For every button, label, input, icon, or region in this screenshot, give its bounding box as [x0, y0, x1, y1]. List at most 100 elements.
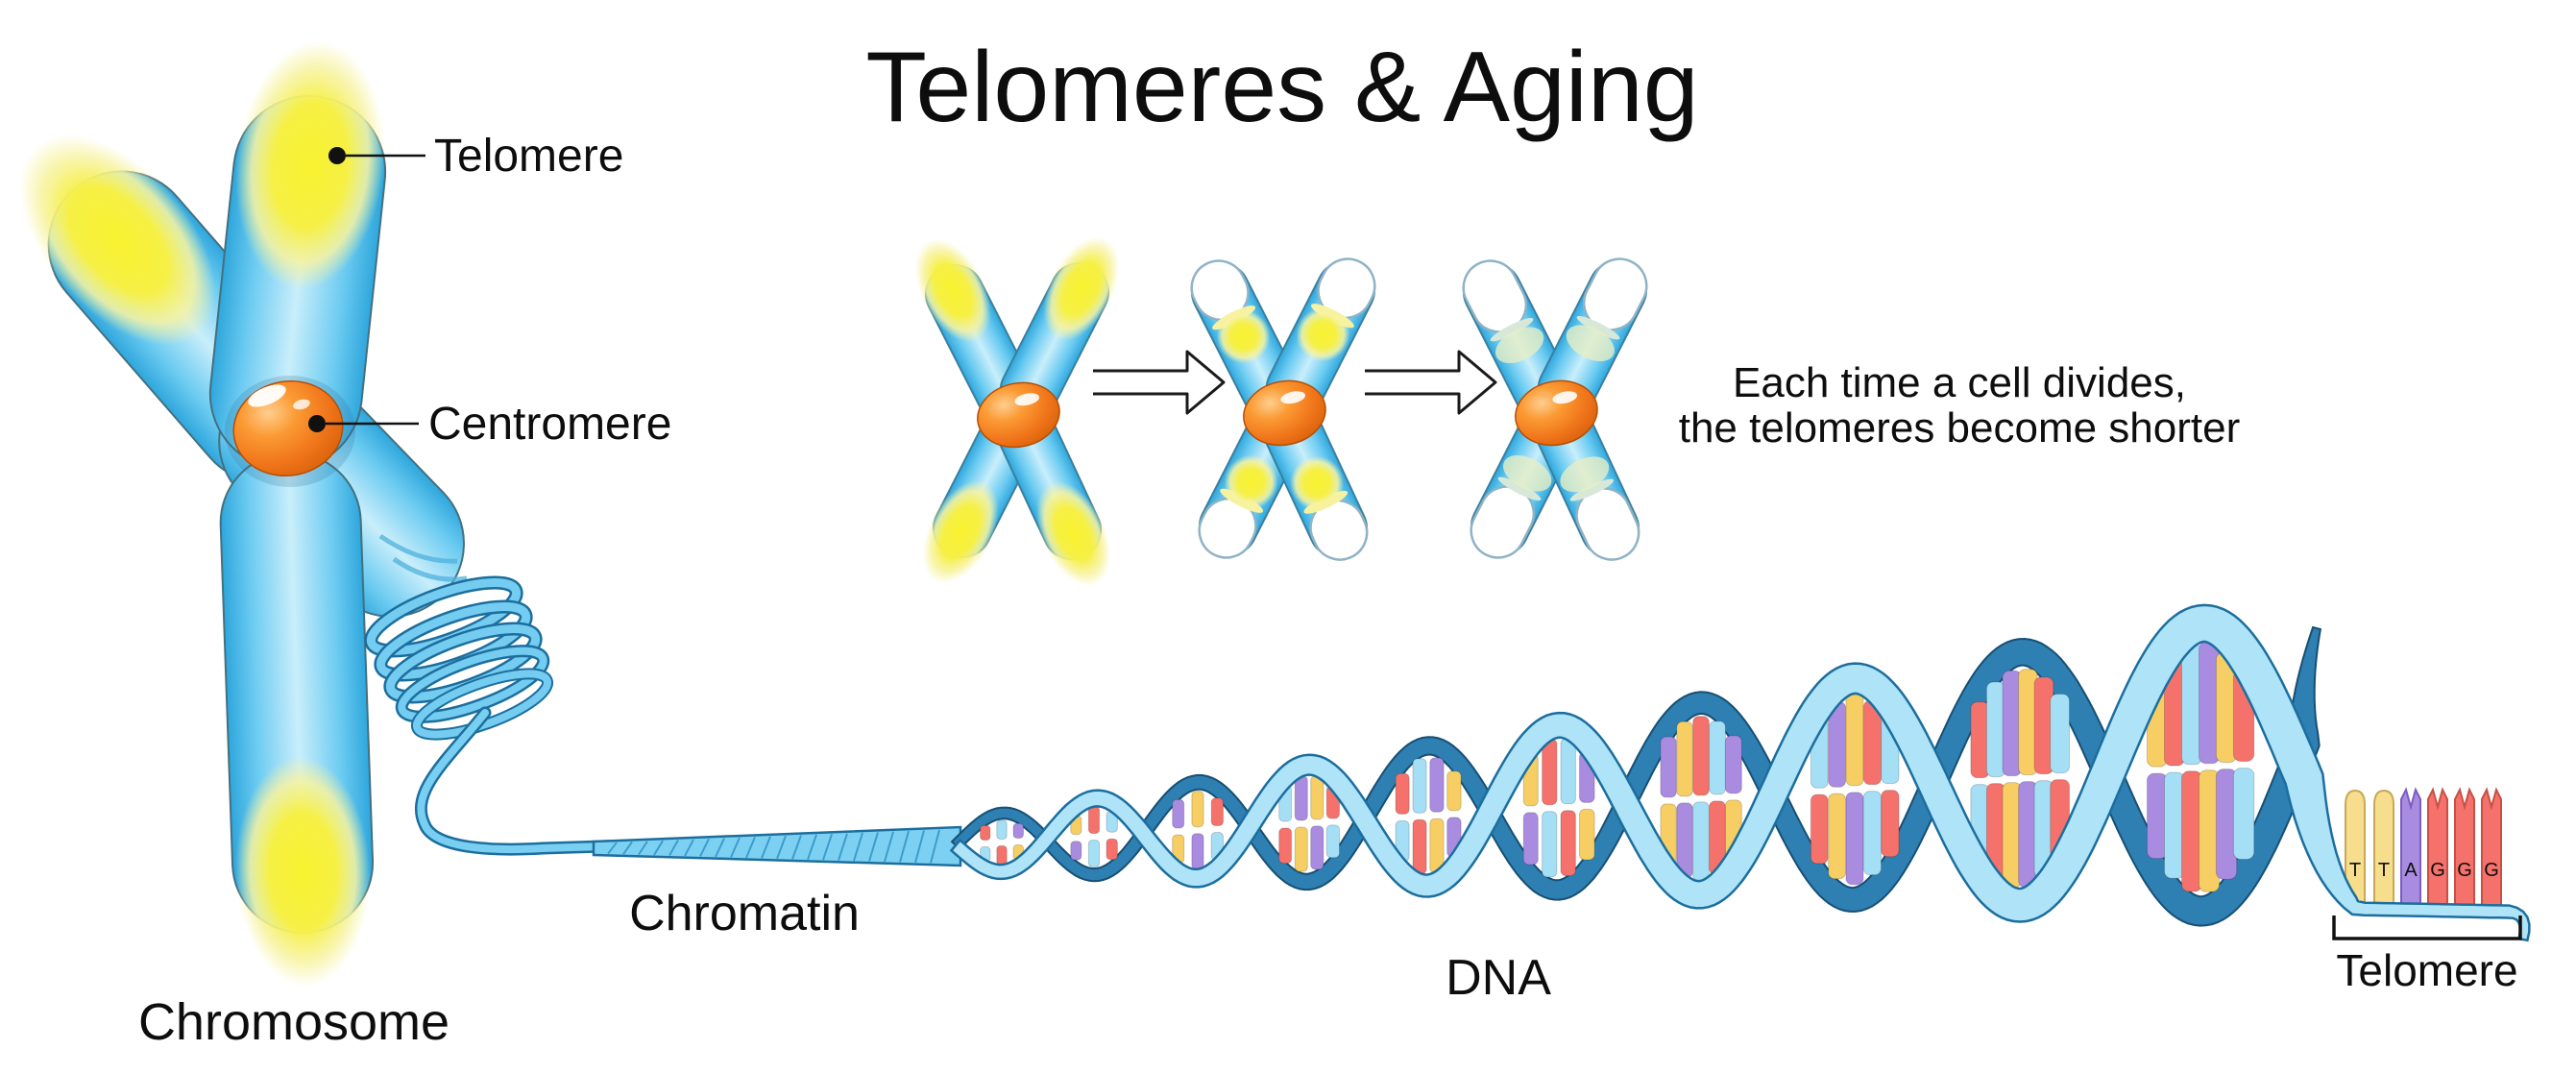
fiber-hatch	[745, 837, 756, 859]
fiber-hatch	[914, 830, 925, 864]
fiber-hatch	[930, 829, 940, 864]
base-letter: G	[2430, 860, 2445, 881]
telomere-base: T	[2345, 789, 2366, 908]
telomere-base: T	[2373, 789, 2394, 908]
division-stage-1	[914, 236, 1120, 587]
base-pair-half	[1810, 793, 1829, 865]
base-pair-half	[1412, 818, 1427, 875]
division-stage-3	[1452, 250, 1658, 568]
base-pair-half	[1724, 735, 1742, 794]
chromosome-label: Chromosome	[138, 993, 450, 1051]
base-pair-half	[2050, 694, 2070, 774]
base-pair-half	[1210, 797, 1224, 827]
fiber-hatch	[607, 842, 618, 855]
base-pair-half	[1294, 775, 1308, 821]
base-letter: T	[2378, 860, 2390, 881]
chromatin-transition-stripe	[378, 533, 458, 564]
base-pair-half	[1709, 720, 1726, 795]
base-pair-half	[1087, 806, 1101, 834]
telomere-base: G	[2454, 787, 2475, 908]
telomere-bases: T T A G G G	[2345, 787, 2502, 908]
large-chromosome: Telomere Centromere Chromosome	[19, 40, 671, 1051]
fiber-hatch	[684, 839, 694, 857]
chromatin-thin-strand-core	[417, 709, 638, 854]
fiber-hatch	[807, 834, 817, 861]
centromere	[977, 381, 1060, 449]
dna-label: DNA	[1446, 950, 1551, 1006]
fiber-hatch	[822, 833, 833, 861]
base-pair-half	[1560, 810, 1576, 877]
base-pair-half	[1012, 822, 1024, 840]
base-letter: G	[2484, 860, 2499, 881]
base-pair-half	[1310, 775, 1324, 820]
fiber-hatch	[899, 830, 910, 863]
base-pair-half	[1087, 840, 1101, 867]
page-title: Telomeres & Aging	[865, 32, 1698, 143]
base-pair-half	[1522, 812, 1539, 866]
fiber-hatch	[715, 838, 725, 858]
base-pair-half	[1191, 833, 1204, 870]
telomere-base: A	[2400, 787, 2421, 908]
right-arrow-icon	[1365, 350, 1497, 415]
dna-front-strand	[949, 603, 2531, 942]
base-pair-half	[1310, 825, 1324, 870]
base-pair-half	[1579, 808, 1595, 861]
telomere-end-label: Telomere	[2336, 945, 2517, 995]
fiber-hatch	[776, 835, 787, 860]
telomere-tip	[235, 756, 371, 987]
fiber-hatch	[668, 840, 679, 857]
chromatin-fiber	[592, 825, 962, 867]
centromere	[225, 376, 355, 487]
fiber-hatch	[761, 836, 771, 859]
base-pair-half	[1862, 791, 1883, 876]
base-pair-half	[1676, 720, 1693, 797]
base-pair-half	[1172, 798, 1185, 829]
base-pair-half	[1395, 772, 1410, 815]
base-pair-half	[1542, 811, 1558, 878]
chromatin-transition-stripe	[392, 556, 468, 582]
telomere-callout-dot	[328, 147, 346, 164]
base-pair-half	[1191, 791, 1204, 828]
centromere	[1515, 379, 1598, 447]
base-pair-half	[1560, 738, 1576, 805]
fiber-hatch	[638, 841, 648, 856]
base-pair-half	[1278, 827, 1293, 865]
dna-back-strand	[950, 625, 2322, 927]
base-pair-half	[996, 819, 1008, 841]
dna-helix	[949, 603, 2531, 942]
base-pair-half	[2232, 768, 2255, 860]
centromere-callout-dot	[308, 415, 326, 432]
division-stage-2	[1180, 250, 1386, 568]
fiber-hatch	[853, 832, 863, 862]
base-pair-half	[1692, 716, 1710, 796]
dna-base-pairs	[980, 641, 2255, 892]
division-sequence: Each time a cell divides, the telomeres …	[914, 236, 2241, 587]
fiber-hatch	[653, 840, 664, 856]
base-pair-half	[1828, 793, 1846, 880]
base-pair-half	[1845, 792, 1864, 886]
base-pair-half	[1325, 824, 1340, 859]
base-pair-half	[1660, 736, 1677, 798]
telomere-base: G	[2427, 787, 2448, 908]
chromatin-fiber-hatches	[607, 829, 940, 864]
fiber-hatch	[868, 832, 879, 862]
fiber-hatch	[884, 831, 894, 863]
base-pair-half	[1881, 790, 1900, 858]
base-pair-half	[996, 845, 1008, 866]
fiber-hatch	[838, 833, 848, 861]
division-caption-line2: the telomeres become shorter	[1679, 404, 2241, 452]
right-arrow-icon	[1093, 350, 1226, 415]
telomere-tip	[19, 134, 216, 346]
base-pair-half	[1692, 801, 1710, 882]
base-letter: A	[2404, 860, 2418, 881]
base-pair-half	[1106, 838, 1118, 861]
chromatin-strand: Chromatin	[414, 706, 962, 941]
chromatin-label: Chromatin	[629, 886, 860, 941]
centromere	[1243, 379, 1326, 447]
base-pair-half	[1845, 693, 1864, 787]
base-pair-half	[1412, 758, 1427, 814]
base-pair-half	[980, 824, 991, 842]
chromatin-coil	[364, 575, 554, 741]
base-pair-half	[1429, 757, 1445, 813]
